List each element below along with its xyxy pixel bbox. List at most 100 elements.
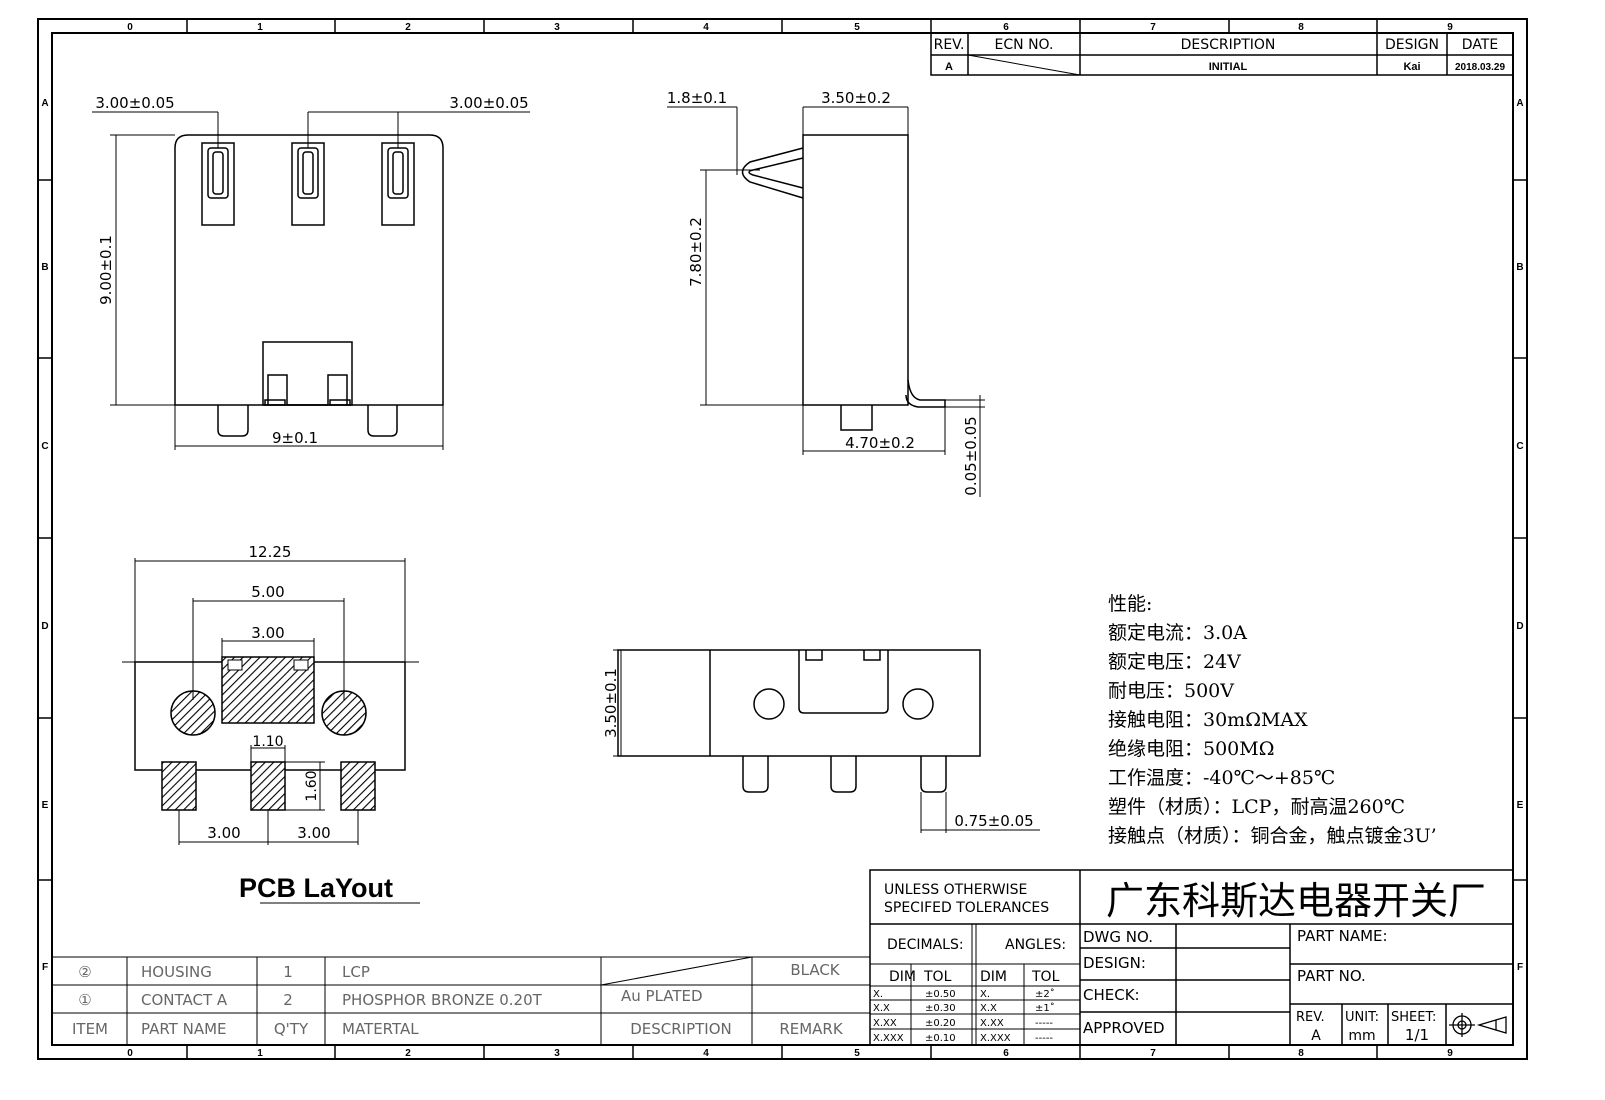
title-block: UNLESS OTHERWISE SPECIFED TOLERANCES DEC…: [869, 869, 1514, 1046]
tol-dim: X.: [980, 989, 990, 1000]
dim-pin-width: 0.75±0.05: [954, 812, 1033, 830]
tol-value: ±0.20: [925, 1018, 956, 1029]
border-ticks: [38, 19, 1527, 1059]
dim-width: 9±0.1: [272, 429, 318, 447]
company-name: 广东科斯达电器开关厂: [1106, 879, 1486, 923]
col-label: 5: [854, 22, 860, 33]
tol-col-label: TOL: [923, 969, 952, 985]
revision-block: REV. ECN NO. DESCRIPTION DESIGN DATE A I…: [930, 32, 1514, 76]
tol-dim: X.XXX: [980, 1033, 1011, 1044]
dim-spring: 1.8±0.1: [667, 89, 727, 107]
rev-label: REV.: [1296, 1010, 1325, 1025]
description-header: DESCRIPTION: [1181, 37, 1276, 53]
spec-line: 接触点（材质）：铜合金，触点镀金3U’: [1108, 825, 1437, 847]
bom-item: ①: [78, 991, 91, 1009]
bom-header-item: ITEM: [72, 1020, 108, 1038]
row-label: D: [1516, 621, 1523, 632]
sheet-value: 1/1: [1405, 1026, 1429, 1044]
col-label: 6: [1003, 1048, 1009, 1059]
col-label: 8: [1298, 1048, 1304, 1059]
spec-line: 工作温度：-40℃～+85℃: [1108, 767, 1335, 789]
dim-bottom-width: 4.70±0.2: [845, 434, 915, 452]
spec-line: 塑件（材质）：LCP，耐高温260℃: [1108, 796, 1405, 818]
projection-symbol-icon: [1449, 1013, 1507, 1037]
row-label: C: [1516, 441, 1523, 452]
date-header: DATE: [1462, 37, 1498, 53]
tol-col-label: TOL: [1031, 969, 1060, 985]
col-label: 2: [405, 1048, 411, 1059]
design-value: Kai: [1403, 61, 1420, 73]
row-label: B: [41, 262, 48, 273]
tol-dim: X.XX: [980, 1018, 1004, 1029]
tol-dim: X.XX: [873, 1018, 897, 1029]
tol-value: ±0.50: [925, 989, 956, 1000]
tol-value: -----: [1035, 1033, 1053, 1044]
col-label: 9: [1447, 22, 1453, 33]
tolerance-note: SPECIFED TOLERANCES: [884, 900, 1049, 916]
dim-side-height: 7.80±0.2: [687, 217, 705, 287]
dim-col-label: DIM: [889, 969, 916, 985]
dim-height: 9.00±0.1: [97, 235, 115, 305]
spec-line: 耐电压：500V: [1108, 680, 1234, 702]
ecn-header: ECN NO.: [995, 37, 1054, 53]
col-label: 6: [1003, 22, 1009, 33]
pcb-layout: 12.25 5.00 3.00 1.10 1.60 3.00 3.00 PCB …: [122, 543, 420, 904]
col-label: 7: [1150, 1048, 1156, 1059]
row-label: F: [1517, 962, 1523, 973]
bom-part: CONTACT A: [141, 991, 228, 1009]
dim-pad-width: 3.00: [251, 624, 284, 642]
part-no-label: PART NO.: [1297, 967, 1366, 985]
bom-header-description: DESCRIPTION: [630, 1020, 732, 1038]
col-label: 3: [554, 1048, 560, 1059]
row-label: F: [42, 962, 48, 973]
dim-body-height: 3.50±0.1: [602, 668, 620, 738]
spec-line: 绝缘电阻：500MΩ: [1108, 738, 1274, 760]
col-label: 8: [1298, 22, 1304, 33]
part-name-label: PART NAME:: [1297, 927, 1388, 945]
decimals-label: DECIMALS:: [887, 937, 964, 953]
dim-pitch-left: 3.00±0.05: [95, 94, 174, 112]
design-label: DESIGN:: [1083, 954, 1146, 972]
row-label: E: [42, 800, 49, 811]
col-label: 7: [1150, 22, 1156, 33]
specifications: 性能: 额定电流：3.0A 额定电压：24V 耐电压：500V 接触电阻：30m…: [1108, 593, 1437, 847]
design-header: DESIGN: [1385, 37, 1439, 53]
spec-line: 接触电阻：30mΩMAX: [1108, 709, 1308, 731]
sheet-label: SHEET:: [1391, 1010, 1436, 1025]
bom-header-qty: Q'TY: [274, 1020, 309, 1038]
bom-material: LCP: [342, 963, 370, 981]
description-value: INITIAL: [1209, 61, 1248, 73]
dim-pad-pitch-left: 3.00: [207, 824, 240, 842]
col-label: 2: [405, 22, 411, 33]
bom-item: ②: [78, 963, 91, 981]
approved-label: APPROVED: [1083, 1019, 1165, 1037]
col-label: 0: [127, 22, 133, 33]
bom-qty: 2: [283, 991, 293, 1009]
col-label: 5: [854, 1048, 860, 1059]
bom-remark: BLACK: [790, 961, 840, 979]
tol-dim: X.: [873, 989, 883, 1000]
bom-description: Au PLATED: [621, 987, 703, 1005]
col-label: 1: [257, 22, 263, 33]
dim-pitch-right: 3.00±0.05: [449, 94, 528, 112]
bom-header-part: PART NAME: [141, 1020, 227, 1038]
col-label: 4: [703, 1048, 709, 1059]
dim-col-label: DIM: [980, 969, 1007, 985]
bom-qty: 1: [283, 963, 293, 981]
dim-overall: 12.25: [249, 543, 292, 561]
check-label: CHECK:: [1083, 986, 1140, 1004]
bom-header-remark: REMARK: [779, 1020, 844, 1038]
dim-pad-pitch-right: 3.00: [297, 824, 330, 842]
row-label: A: [1516, 98, 1523, 109]
side-view: 1.8±0.1 3.50±0.2 7.80±0.2 4.70±0.2 0.05±…: [667, 89, 985, 497]
row-label: D: [41, 621, 48, 632]
row-label: B: [1516, 262, 1523, 273]
col-label: 9: [1447, 1048, 1453, 1059]
dim-pad-small: 1.10: [252, 734, 283, 750]
col-label: 1: [257, 1048, 263, 1059]
spec-line: 额定电压：24V: [1108, 651, 1241, 673]
pcb-layout-title: PCB LaYout: [239, 873, 393, 903]
dwg-no-label: DWG NO.: [1083, 928, 1153, 946]
angles-label: ANGLES:: [1005, 937, 1066, 953]
